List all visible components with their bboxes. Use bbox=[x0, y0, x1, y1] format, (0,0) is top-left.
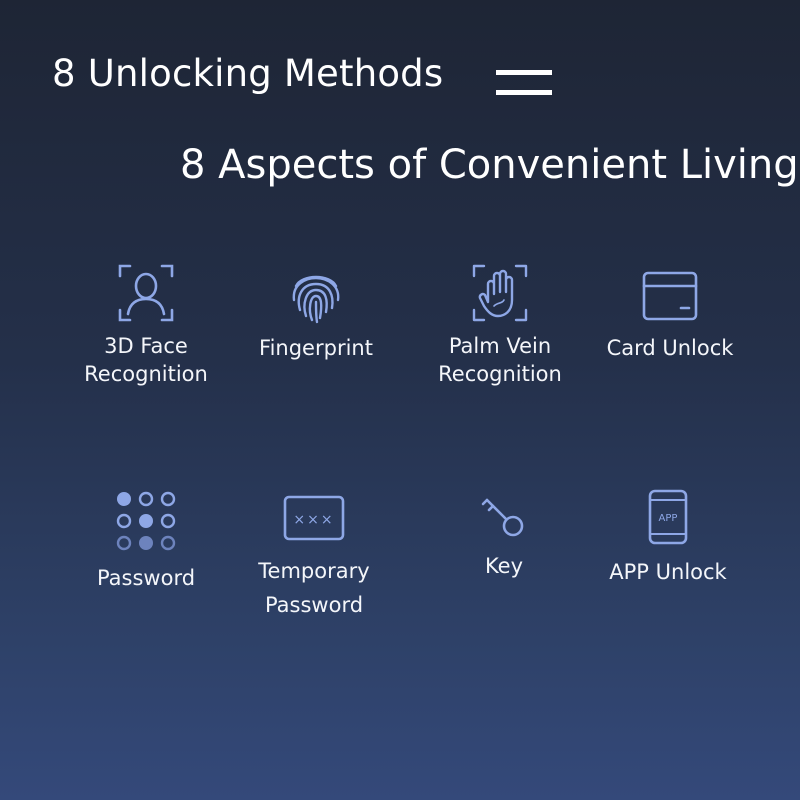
headline-secondary: 8 Aspects of Convenient Living bbox=[180, 142, 799, 188]
phone-app-icon: APP bbox=[647, 488, 689, 546]
app-icon-text: APP bbox=[659, 513, 678, 524]
method-fingerprint: Fingerprint bbox=[236, 266, 396, 362]
method-card-unlock: Card Unlock bbox=[590, 270, 750, 362]
key-icon bbox=[479, 492, 529, 542]
method-label: Card Unlock bbox=[606, 336, 734, 360]
fingerprint-icon bbox=[286, 266, 346, 326]
method-label: 3D Face bbox=[104, 334, 188, 358]
method-temporary-password: ××× Temporary Password bbox=[234, 494, 394, 622]
method-face-recognition: 3D Face Recognition bbox=[66, 262, 226, 388]
equals-icon bbox=[496, 70, 552, 96]
method-password: Password bbox=[66, 490, 226, 592]
card-icon bbox=[641, 270, 699, 322]
method-label: Fingerprint bbox=[259, 336, 373, 360]
face-scan-icon bbox=[116, 262, 176, 324]
method-label: Temporary bbox=[258, 559, 370, 583]
method-label: Password bbox=[96, 566, 196, 590]
temp-password-icon: ××× bbox=[282, 494, 346, 542]
temp-password-mask: ××× bbox=[293, 512, 334, 528]
method-palm-vein: Palm Vein Recognition bbox=[420, 262, 580, 388]
palm-scan-icon bbox=[470, 262, 530, 324]
method-label: Recognition bbox=[84, 362, 208, 386]
method-label: Password bbox=[264, 593, 364, 617]
method-label: Recognition bbox=[438, 362, 562, 386]
method-app-unlock: APP APP Unlock bbox=[588, 488, 748, 586]
method-key: Key bbox=[424, 492, 584, 580]
headline-primary: 8 Unlocking Methods bbox=[52, 52, 444, 95]
keypad-icon bbox=[115, 490, 177, 552]
method-label: Palm Vein bbox=[448, 334, 552, 358]
method-label: APP Unlock bbox=[609, 560, 727, 584]
method-label: Key bbox=[484, 554, 524, 578]
